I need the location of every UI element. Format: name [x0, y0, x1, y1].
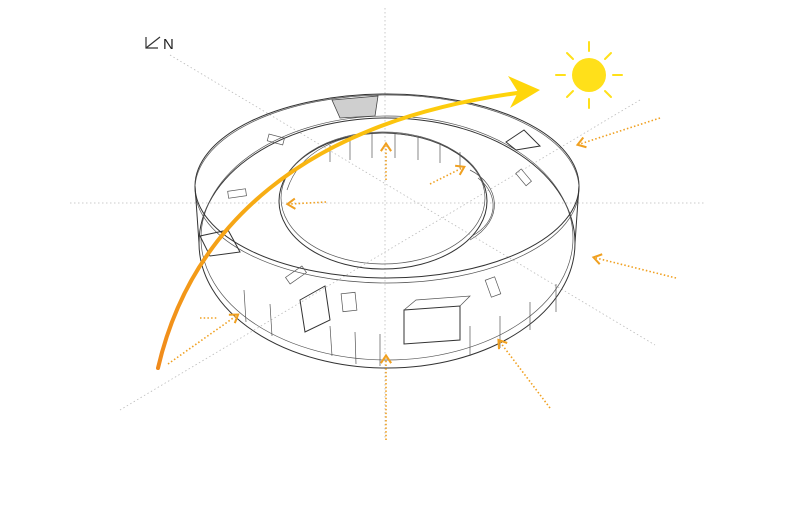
north-label: N	[163, 36, 174, 53]
daylight-arrow-icon	[285, 197, 327, 210]
daylight-arrow-icon	[497, 338, 551, 409]
sun-path-arrow-icon	[156, 76, 540, 370]
daylight-arrow-icon	[575, 117, 661, 149]
guide-axes	[70, 8, 705, 440]
daylight-arrows	[167, 117, 677, 440]
sun-icon	[555, 41, 623, 109]
daylight-arrow-icon	[429, 164, 466, 185]
north-arrow-icon	[145, 36, 161, 49]
ring-building	[194, 93, 580, 369]
daylight-arrow-icon	[167, 313, 240, 365]
daylight-arrow-icon	[591, 253, 677, 279]
